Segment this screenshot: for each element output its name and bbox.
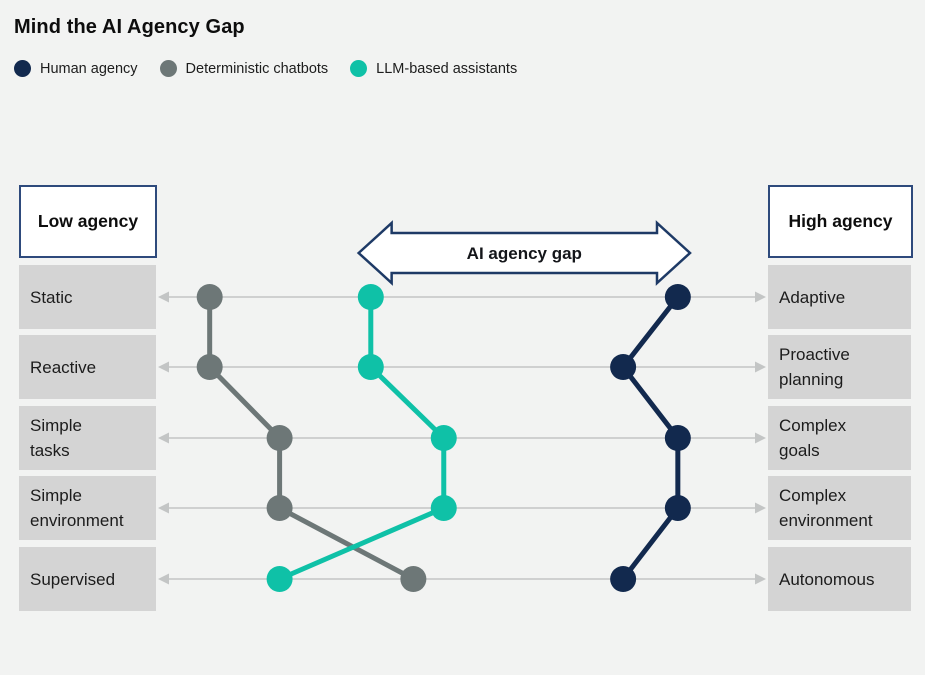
series-dot-deterministic-chatbots — [266, 495, 293, 521]
series-dot-llm-based-assistants — [357, 354, 384, 380]
series-dot-human-agency — [664, 284, 691, 310]
left-arrowhead-icon — [158, 502, 169, 514]
gap-arrow — [356, 220, 692, 286]
right-arrowhead-icon — [755, 432, 766, 444]
series-dot-llm-based-assistants — [430, 495, 457, 521]
series-dot-human-agency — [664, 425, 691, 451]
series-dot-llm-based-assistants — [430, 425, 457, 451]
series-dot-llm-based-assistants — [357, 284, 384, 310]
right-arrowhead-icon — [755, 502, 766, 514]
right-arrowhead-icon — [755, 573, 766, 585]
legend-label: Human agency — [40, 60, 138, 77]
low-agency-label: Low agency — [37, 211, 139, 231]
row-label-static: Static — [19, 265, 156, 329]
series-dot-human-agency — [664, 495, 691, 521]
series-dot-deterministic-chatbots — [266, 425, 293, 451]
row-label-complex-environment: Complex environment — [768, 476, 911, 540]
series-dot-deterministic-chatbots — [196, 354, 223, 380]
legend-dot-icon — [14, 60, 31, 77]
series-dot-deterministic-chatbots — [400, 566, 427, 592]
high-agency-box: High agency — [768, 185, 913, 258]
left-arrowhead-icon — [158, 361, 169, 373]
legend-dot-icon — [350, 60, 368, 77]
series-dot-human-agency — [610, 354, 637, 380]
row-label-supervised: Supervised — [19, 547, 156, 611]
row-label-complex-goals: Complex goals — [768, 406, 911, 470]
row-label-autonomous: Autonomous — [768, 547, 911, 611]
row-label-simple-environment: Simple environment — [19, 476, 156, 540]
right-arrowhead-icon — [755, 361, 766, 373]
low-agency-box: Low agency — [19, 185, 157, 258]
legend-item-human-agency: Human agency — [14, 60, 138, 77]
high-agency-label: High agency — [788, 211, 893, 231]
series-dot-llm-based-assistants — [266, 566, 293, 592]
legend-item-deterministic-chatbots: Deterministic chatbots — [159, 60, 329, 77]
row-label-proactive-planning: Proactive planning — [768, 335, 911, 399]
row-label-reactive: Reactive — [19, 335, 156, 399]
right-arrowhead-icon — [755, 291, 766, 303]
legend: Human agency Deterministic chatbots LLM-ba… — [14, 60, 539, 77]
legend-label: LLM-based assistants — [376, 60, 518, 77]
series-dot-human-agency — [610, 566, 637, 592]
legend-item-llm-based-assistants: LLM-based assistants — [350, 60, 517, 77]
left-arrowhead-icon — [158, 291, 169, 303]
left-arrowhead-icon — [158, 432, 169, 444]
left-arrowhead-icon — [158, 573, 169, 585]
legend-label: Deterministic chatbots — [185, 60, 329, 77]
chart-title: Mind the AI Agency Gap — [14, 16, 245, 38]
row-label-simple-tasks: Simple tasks — [19, 406, 156, 470]
legend-dot-icon — [159, 60, 177, 77]
gap-arrow-label: AI agency gap — [467, 244, 582, 263]
row-label-adaptive: Adaptive — [768, 265, 911, 329]
series-dot-deterministic-chatbots — [196, 284, 223, 310]
